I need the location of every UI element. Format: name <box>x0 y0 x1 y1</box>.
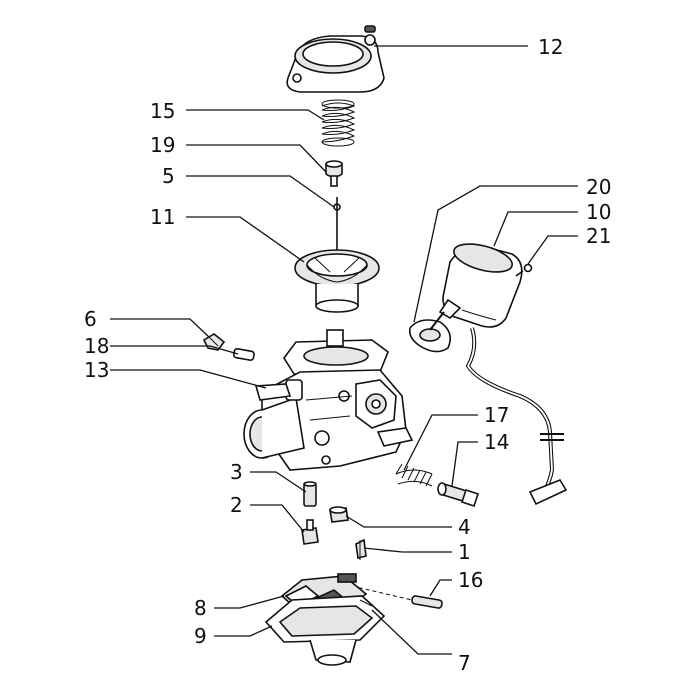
callout-labels: 12 15 19 5 11 20 10 21 6 18 13 17 14 3 2… <box>84 35 611 675</box>
callout-19: 19 <box>150 133 175 157</box>
callout-17: 17 <box>484 403 509 427</box>
part-15-spring <box>321 99 356 147</box>
callout-1: 1 <box>458 540 471 564</box>
callout-10: 10 <box>586 200 611 224</box>
callout-11: 11 <box>150 205 175 229</box>
part-18-spring-screw <box>232 347 255 361</box>
callout-12: 12 <box>538 35 563 59</box>
callout-2: 2 <box>230 493 243 517</box>
callout-20: 20 <box>586 175 611 199</box>
part-1-screw <box>355 538 367 560</box>
callout-15: 15 <box>150 99 175 123</box>
part-3-jet <box>303 481 317 507</box>
part-17-spring <box>395 463 433 487</box>
part-4-jet <box>329 506 349 523</box>
callout-14: 14 <box>484 430 509 454</box>
part-21-screw <box>515 263 533 277</box>
callout-13: 13 <box>84 358 109 382</box>
part-9-float-bowl <box>264 595 386 666</box>
leader-lines <box>110 45 578 655</box>
callout-6: 6 <box>84 307 97 331</box>
part-19-needle-holder <box>325 160 343 187</box>
part-11-diaphragm-slide <box>294 249 380 313</box>
part-10-auto-choke <box>429 243 523 331</box>
part-13-carburetor-body <box>243 329 414 471</box>
choke-wire <box>465 327 568 506</box>
callout-21: 21 <box>586 224 611 248</box>
part-7-gasket-edge <box>359 599 373 607</box>
callout-8: 8 <box>194 596 207 620</box>
part-16-float-pin <box>351 585 443 609</box>
part-20-gasket <box>408 319 451 353</box>
callout-5: 5 <box>162 164 175 188</box>
callout-3: 3 <box>230 460 243 484</box>
part-5-needle <box>333 197 341 250</box>
part-14-plunger <box>437 482 480 508</box>
callout-16: 16 <box>458 568 483 592</box>
callout-9: 9 <box>194 624 207 648</box>
callout-4: 4 <box>458 515 471 539</box>
callout-18: 18 <box>84 334 109 358</box>
part-12-top-cover <box>286 25 385 93</box>
callout-7: 7 <box>458 651 471 675</box>
part-2-jet <box>301 519 319 545</box>
